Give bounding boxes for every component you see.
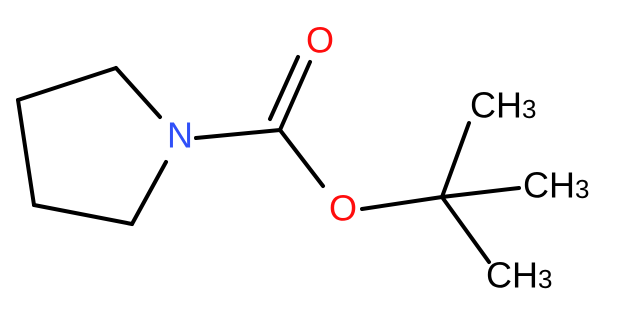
ring-bond-n-lower bbox=[130, 160, 168, 226]
ring-bond-top-left bbox=[16, 66, 118, 102]
carbonyl-ester-bond bbox=[278, 128, 325, 188]
ester-tbutyl-bond bbox=[360, 195, 444, 211]
methyl-top-label: CH3 bbox=[470, 85, 536, 126]
methyl-right-subscript: 3 bbox=[575, 174, 589, 204]
tbutyl-methyl-top-bond bbox=[440, 121, 471, 199]
ring-bond-n-upper bbox=[114, 66, 162, 119]
methyl-top-subscript: 3 bbox=[522, 94, 536, 124]
carbonyl-oxygen-atom: O bbox=[306, 20, 334, 61]
ring-bond-bottom bbox=[32, 203, 134, 226]
methyl-bottom-label: CH3 bbox=[486, 255, 552, 296]
n-carbonyl-bond bbox=[194, 128, 282, 140]
carbonyl-double-bond-a bbox=[278, 60, 312, 132]
methyl-bottom-main: CH bbox=[486, 255, 538, 296]
tbutyl-methyl-bottom-bond bbox=[440, 195, 491, 264]
tbutyl-methyl-right-bond bbox=[440, 186, 521, 199]
methyl-right-main: CH bbox=[523, 165, 575, 206]
methyl-bottom-subscript: 3 bbox=[538, 264, 552, 294]
ring-bond-left bbox=[16, 98, 36, 207]
carbonyl-double-bond-b bbox=[268, 55, 300, 121]
methyl-top-main: CH bbox=[470, 85, 522, 126]
ester-oxygen-atom: O bbox=[329, 188, 357, 229]
methyl-right-label: CH3 bbox=[523, 165, 589, 206]
nitrogen-atom: N bbox=[167, 115, 193, 156]
